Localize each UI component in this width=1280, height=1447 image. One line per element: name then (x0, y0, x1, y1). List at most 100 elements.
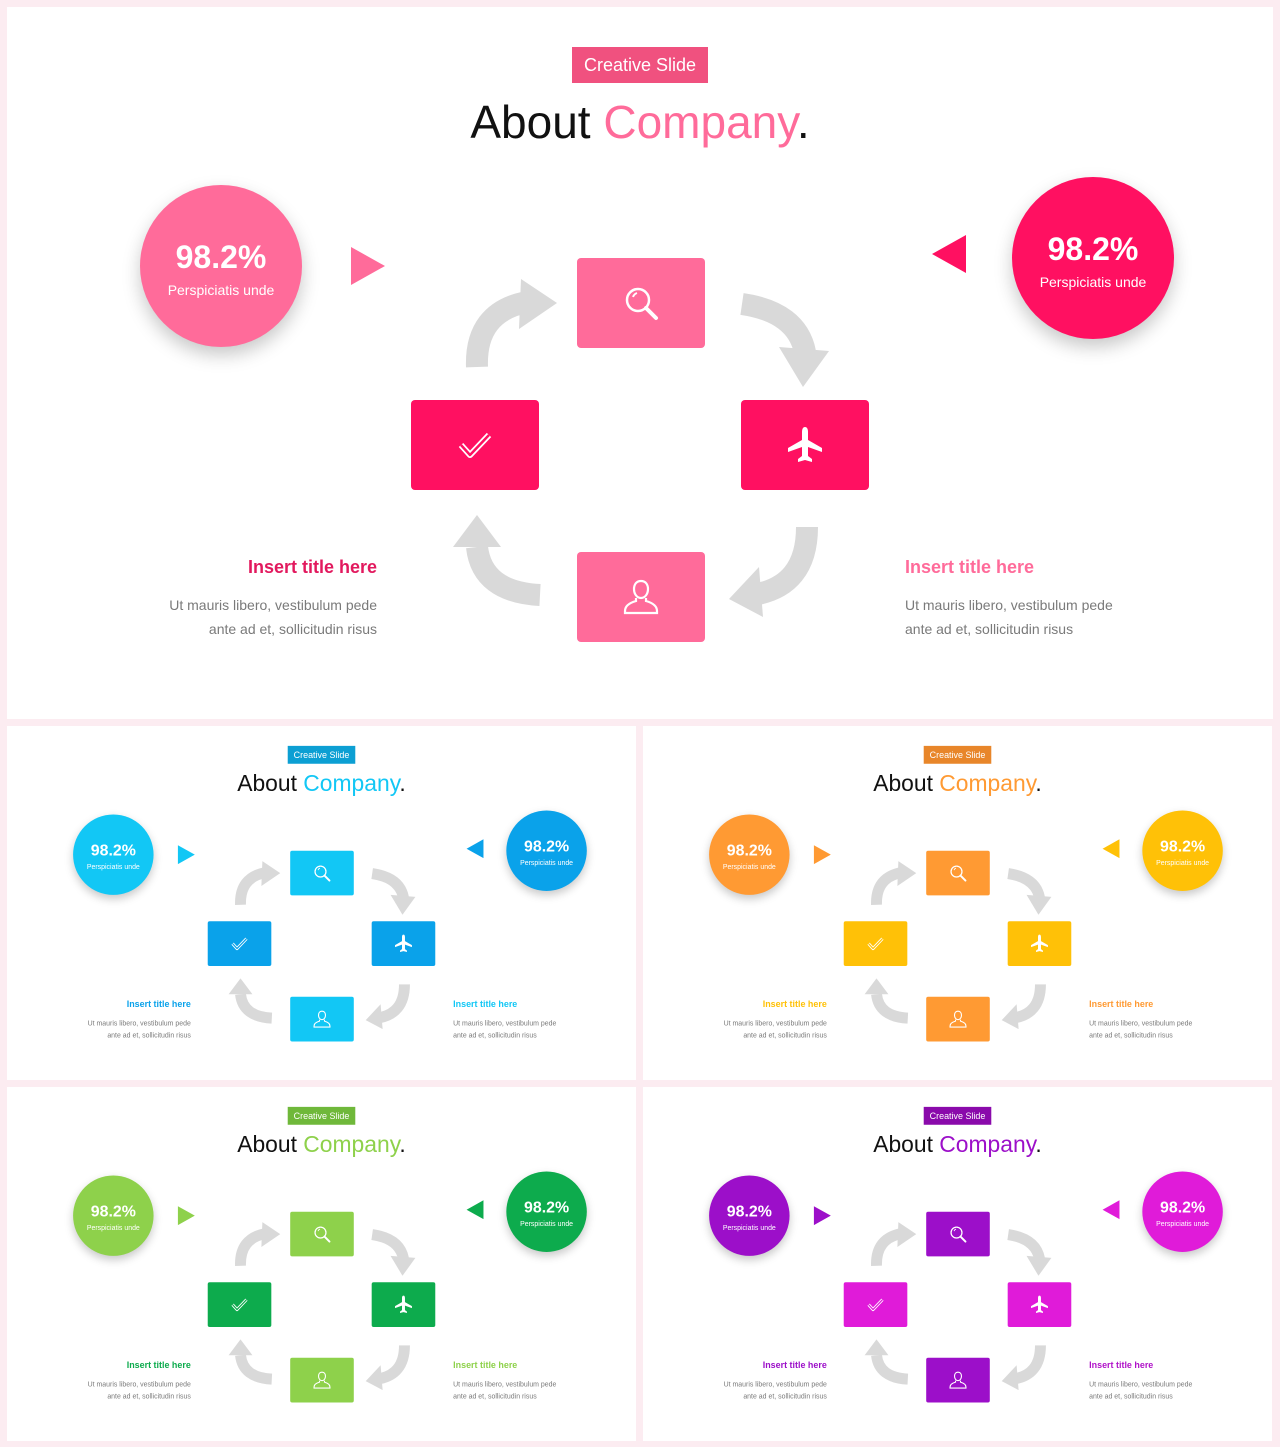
arrow-head-top-left (897, 861, 917, 886)
stat-circle-left: 98.2% Perspiciatis unde (709, 814, 790, 895)
arrow-curve-bottom-left (235, 1354, 273, 1385)
airplane-icon (395, 934, 412, 953)
cycle-arrows (864, 861, 1052, 1030)
check-icon (458, 432, 492, 458)
stat-value: 98.2% (1047, 231, 1139, 267)
title-accent: Company (303, 770, 400, 797)
title-main: About (470, 96, 604, 148)
title-main: About (873, 1131, 940, 1158)
arrow-curve-top-left (465, 291, 530, 368)
slide-3: Creative Slide About Company. 98.2% Pers… (643, 726, 1272, 1080)
user-icon (313, 1371, 331, 1389)
caption-line-2: ante ad et, sollicitudin risus (743, 1392, 827, 1401)
creative-slide-tag: Creative Slide (923, 745, 992, 764)
triangle-right-icon (813, 845, 831, 865)
arrow-head-top-right (1026, 1255, 1052, 1276)
caption-line-1: Ut mauris libero, vestibulum pede (723, 1380, 827, 1389)
search-icon (314, 865, 331, 882)
cycle-arrows (228, 861, 416, 1030)
arrow-curve-top-right (371, 1229, 409, 1260)
cycle-arrows (864, 1222, 1052, 1391)
stat-label: Perspiciatis unde (167, 282, 275, 298)
stat-value: 98.2% (726, 1202, 772, 1221)
stat-circle-right: 98.2% Perspiciatis unde (1012, 177, 1174, 339)
title-main: About (237, 770, 304, 797)
search-icon (950, 865, 967, 882)
check-box (411, 400, 539, 490)
caption-title: Insert title here (453, 999, 518, 1010)
stat-label: Perspiciatis unde (520, 858, 574, 867)
caption-line-1: Ut mauris libero, vestibulum pede (453, 1380, 557, 1389)
stat-circle-left: 98.2% Perspiciatis unde (73, 1175, 154, 1256)
caption-line-2: ante ad et, sollicitudin risus (107, 1031, 191, 1040)
arrow-curve-bottom-right (749, 526, 818, 606)
caption-line-1: Ut mauris libero, vestibulum pede (87, 1019, 191, 1028)
title-end: . (399, 770, 406, 797)
stat-label: Perspiciatis unde (722, 1223, 776, 1232)
check-icon (231, 1298, 248, 1312)
stat-value: 98.2% (1160, 837, 1206, 856)
creative-slide-tag: Creative Slide (572, 47, 708, 83)
arrow-curve-top-right (740, 293, 816, 355)
title-main: About (873, 770, 940, 797)
cycle-arrows (453, 279, 829, 617)
slide-title: About Company. (643, 1129, 1272, 1160)
search-box (577, 258, 705, 348)
stat-label: Perspiciatis unde (1039, 274, 1147, 290)
caption-title: Insert title here (126, 1360, 191, 1371)
arrow-curve-top-right (371, 868, 409, 899)
arrow-curve-bottom-left (871, 1354, 909, 1385)
arrow-head-top-right (390, 1255, 416, 1276)
stat-label: Perspiciatis unde (86, 862, 140, 871)
caption-title: Insert title here (126, 999, 191, 1010)
title-end: . (1035, 770, 1042, 797)
slide-title: About Company. (643, 768, 1272, 799)
stat-label: Perspiciatis unde (86, 1223, 140, 1232)
caption-line-1: Ut mauris libero, vestibulum pede (169, 597, 377, 613)
caption-line-1: Ut mauris libero, vestibulum pede (1089, 1380, 1193, 1389)
arrow-head-top-right (779, 347, 829, 387)
stat-circle-left: 98.2% Perspiciatis unde (73, 814, 154, 895)
caption-line-1: Ut mauris libero, vestibulum pede (905, 597, 1113, 613)
arrow-head-top-right (390, 894, 416, 915)
stat-label: Perspiciatis unde (722, 862, 776, 871)
creative-slide-tag: Creative Slide (287, 745, 356, 764)
slide-1: Creative Slide About Company. 98.2% Pers… (7, 7, 1273, 719)
arrow-head-top-left (897, 1222, 917, 1247)
arrow-head-bottom-left (228, 1339, 253, 1356)
stat-circle-left: 98.2% Perspiciatis unde (140, 185, 302, 347)
check-icon (231, 937, 248, 951)
triangle-right-icon (813, 1206, 831, 1226)
arrow-curve-bottom-left (235, 993, 273, 1024)
triangle-left-icon (932, 235, 966, 273)
arrow-head-bottom-left (864, 978, 889, 995)
user-box (577, 552, 705, 642)
arrow-head-bottom-right (729, 567, 763, 617)
title-accent: Company (939, 770, 1036, 797)
stat-value: 98.2% (524, 1198, 570, 1217)
stat-label: Perspiciatis unde (520, 1219, 574, 1228)
airplane-icon (1031, 1295, 1048, 1314)
search-box (290, 1211, 354, 1257)
arrow-head-bottom-right (1001, 1004, 1019, 1030)
caption-line-1: Ut mauris libero, vestibulum pede (723, 1019, 827, 1028)
arrow-curve-top-left (871, 867, 903, 906)
user-icon (949, 1371, 967, 1389)
caption-title: Insert title here (762, 1360, 827, 1371)
triangle-left-icon (1102, 839, 1120, 859)
arrow-head-bottom-left (453, 515, 501, 547)
title-accent: Company (603, 96, 797, 148)
airplane-icon (788, 427, 822, 462)
stat-circle-left: 98.2% Perspiciatis unde (709, 1175, 790, 1256)
caption-title: Insert title here (762, 999, 827, 1010)
search-box (290, 850, 354, 896)
airplane-icon (1031, 934, 1048, 953)
caption-title: Insert title here (247, 557, 377, 577)
stat-value: 98.2% (90, 841, 136, 860)
triangle-left-icon (466, 1200, 484, 1220)
slide-title: About Company. (7, 1129, 636, 1160)
caption-line-2: ante ad et, sollicitudin risus (1089, 1031, 1173, 1040)
user-icon (949, 1010, 967, 1028)
triangle-right-icon (351, 247, 385, 285)
caption-line-2: ante ad et, sollicitudin risus (453, 1392, 537, 1401)
